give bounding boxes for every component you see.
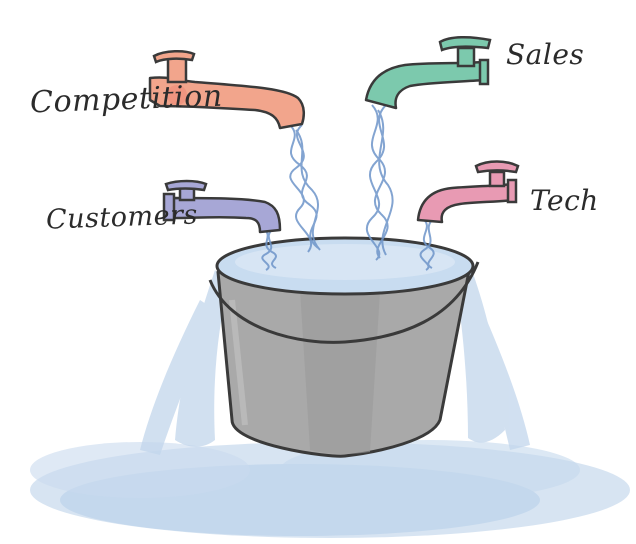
overflow-streams (140, 265, 530, 455)
competition-faucet-icon (148, 50, 305, 130)
tech-faucet-icon (416, 160, 520, 224)
tech-label: Tech (530, 184, 599, 217)
sales-faucet-icon (364, 36, 492, 110)
customers-label: Customers (45, 199, 199, 236)
sales-label: Sales (506, 38, 585, 71)
water-streams (261, 104, 435, 271)
water-puddle (30, 440, 630, 538)
competition-label: Competition (29, 78, 224, 121)
customers-faucet-icon (162, 179, 282, 234)
bucket-icon (208, 236, 480, 458)
